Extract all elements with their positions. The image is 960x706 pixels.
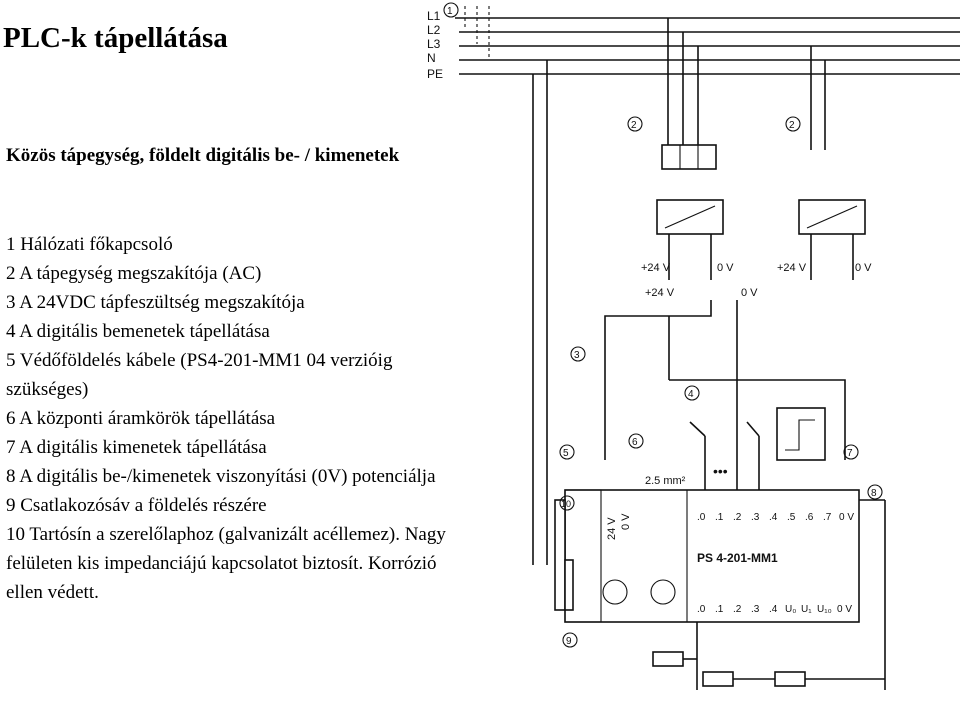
line-label-pe: PE [427,67,443,81]
line-label-l3: L3 [427,37,441,51]
module-v0: 0 V [620,513,632,530]
line-label-l2: L2 [427,23,441,37]
mains-lines: L1 L2 L3 N PE 1 [427,2,960,81]
page-subtitle: Közös tápegység, földelt digitális be- /… [6,145,400,166]
terminal-bottom: .0 [697,604,706,615]
list-item: 3 A 24VDC tápfeszültség megszakítója [6,292,305,313]
ellipsis: ••• [713,463,728,479]
terminal-bottom: U₀ [785,604,796,615]
list-item: 8 A digitális be-/kimenetek viszonyítási… [6,466,436,487]
terminal-bottom: U₁ [801,604,812,615]
v0-label: 0 V [717,262,734,274]
terminal-top: .6 [805,512,814,523]
terminal-top: .4 [769,512,778,523]
callout-5: 5 [563,448,569,459]
output-loads [652,622,885,690]
callout-6: 6 [632,437,638,448]
terminal-top: .0 [697,512,706,523]
callout-3: 3 [574,350,580,361]
v24-label: +24 V [777,262,807,274]
v0-label: 0 V [855,262,872,274]
v24-label: +24 V [641,262,671,274]
vertical-wires [532,18,826,565]
wiring-diagram: L1 L2 L3 N PE 1 2 2 +24 V 0 V [427,2,960,690]
list-item: 6 A központi áramkörök tápellátása [6,408,276,429]
list-item: 10 Tartósín a szerelőlaphoz (galvanizált… [6,524,446,603]
mounting-rail [554,499,574,611]
terminal-top: 0 V [839,512,854,523]
line-label-l1: L1 [427,9,441,23]
dc-rails: +24 V 0 V [604,287,846,560]
list-item: 2 A tápegység megszakítója (AC) [6,263,262,284]
callout-7: 7 [847,448,853,459]
terminal-top: .2 [733,512,742,523]
terminal-bottom: 0 V [837,604,852,615]
callout-8: 8 [871,488,877,499]
power-supply-2: +24 V 0 V [777,199,872,280]
rail-v24-label: +24 V [645,287,675,299]
callout-2b: 2 [789,120,795,131]
callout-2a: 2 [631,120,637,131]
callout-4: 4 [688,389,694,400]
legend-list: 1 Hálózati főkapcsoló 2 A tápegység megs… [6,230,476,607]
terminal-bottom: .4 [769,604,778,615]
terminal-top: .1 [715,512,724,523]
ac-breaker: 2 2 [627,116,801,170]
dc-breakers: 3 4 [570,346,760,490]
list-item: 7 A digitális kimenetek tápellátása [6,437,267,458]
list-item: 4 A digitális bemenetek tápellátása [6,321,270,342]
terminal-top: .5 [787,512,796,523]
callout-10: 10 [561,499,571,509]
wire-cross-section: 2.5 mm² [645,475,686,487]
list-item: 9 Csatlakozósáv a földelés részére [6,495,267,516]
callout-9: 9 [566,636,572,647]
plc-module: 24 V 0 V PS 4-201-MM1 .0 .1 .2 .3 .4 .5 … [564,489,860,623]
page-title: PLC-k tápellátása [3,22,228,54]
terminal-bottom: .1 [715,604,724,615]
list-item: 5 Védőföldelés kábele (PS4-201-MM1 04 ve… [6,350,393,400]
terminal-top: .3 [751,512,760,523]
module-v24: 24 V [606,517,618,540]
relay-block: 7 [776,407,859,461]
callout-1: 1 [447,6,453,17]
terminal-top: .7 [823,512,832,523]
terminal-bottom: .2 [733,604,742,615]
terminal-bottom: .3 [751,604,760,615]
terminal-bottom: U₁₀ [817,604,832,615]
rail-v0-label: 0 V [741,287,758,299]
line-label-n: N [427,51,436,65]
power-supply-1: +24 V 0 V [641,199,734,280]
module-name: PS 4-201-MM1 [697,551,778,565]
list-item: 1 Hálózati főkapcsoló [6,234,173,255]
